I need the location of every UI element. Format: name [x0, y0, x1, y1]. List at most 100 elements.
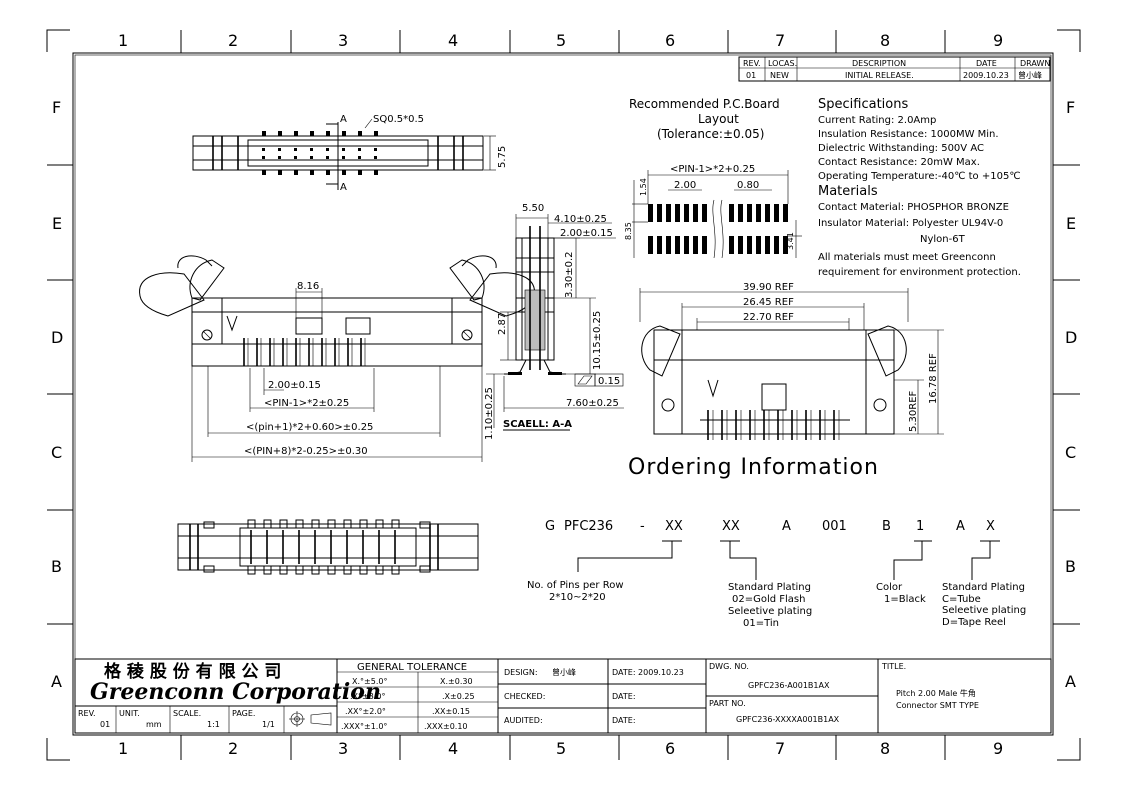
pcb-pad — [702, 204, 707, 222]
zone-row: E — [52, 214, 62, 233]
title-line-2: Connector SMT TYPE — [896, 701, 979, 710]
code-prefix: G — [545, 519, 555, 534]
pin-tip — [294, 131, 298, 136]
zone-col: 1 — [118, 31, 128, 50]
pin-tip — [374, 170, 378, 175]
code-color: 1 — [916, 519, 924, 534]
zone-row: D — [51, 328, 63, 347]
pin-tip — [294, 170, 298, 175]
revision-table: REV. LOCAS. DESCRIPTION DATE DRAWN 01 NE… — [738, 56, 1051, 82]
pins-label: No. of Pins per Row — [527, 580, 624, 591]
zone-col: 9 — [993, 31, 1003, 50]
description-value: INITIAL RELEASE. — [845, 71, 914, 80]
drawn-value: 曾小峰 — [1018, 70, 1042, 80]
pad-width-dim: 0.80 — [737, 180, 759, 191]
solder-pad — [375, 565, 384, 575]
zone-col: 4 — [448, 31, 458, 50]
pin-tip — [278, 131, 282, 136]
solder-pad — [279, 565, 288, 575]
pad-length-dim: 1.54 — [639, 178, 648, 196]
zone-col: 1 — [118, 739, 128, 758]
spec-line: Dielectric Withstanding: 500V AC — [818, 143, 984, 154]
code-plating: XX — [722, 519, 740, 534]
solder-pad — [359, 519, 368, 529]
overall-span-dim: <(PIN+8)*2-0.25>±0.30 — [244, 446, 368, 457]
code-number: 001 — [822, 519, 847, 534]
note-line: requirement for environment protection. — [818, 267, 1021, 278]
bottom-view — [177, 519, 479, 575]
pin-tip — [262, 170, 266, 175]
pcb-pad — [756, 236, 761, 254]
pcb-pad — [666, 236, 671, 254]
pin-tip — [358, 131, 362, 136]
part-label: PART NO. — [709, 699, 746, 708]
tol-linear: .XXX±0.10 — [424, 722, 468, 731]
pcb-pad — [783, 204, 788, 222]
company-name-cn: 格 稜 股 份 有 限 公 司 — [104, 661, 281, 682]
contact-hole — [342, 148, 345, 151]
checked-label: CHECKED: — [504, 692, 545, 701]
code-a: A — [956, 519, 965, 534]
pin-tip — [326, 170, 330, 175]
pitch-dim: 2.00±0.15 — [268, 380, 321, 391]
pcb-pad — [684, 204, 689, 222]
rev-value: 01 — [100, 720, 110, 729]
solder-pad — [295, 565, 304, 575]
pcb-pad — [738, 236, 743, 254]
pcb-pad — [657, 204, 662, 222]
contact-hole — [374, 148, 377, 151]
pcb-title-1: Recommended P.C.Board — [629, 97, 780, 111]
solder-pad — [327, 565, 336, 575]
color-value: 1=Black — [884, 594, 926, 605]
code-type: A — [782, 519, 791, 534]
zone-row: A — [51, 672, 62, 691]
material-line: Insulator Material: Polyester UL94V-0 — [818, 218, 1003, 229]
contact-hole — [358, 156, 361, 159]
pcb-pad — [657, 236, 662, 254]
solder-pad — [247, 565, 256, 575]
solder-pad — [343, 565, 352, 575]
solder-pad — [391, 565, 400, 575]
pcb-pad — [774, 236, 779, 254]
pcb-pad — [729, 236, 734, 254]
packing-line: Standard Plating — [942, 582, 1025, 593]
pcb-pad — [747, 236, 752, 254]
specifications: Specifications Current Rating: 2.0Amp In… — [818, 97, 1021, 278]
audited-date-label: DATE: — [612, 716, 636, 725]
zone-col: 3 — [338, 31, 348, 50]
zone-col: 4 — [448, 739, 458, 758]
zone-col: 3 — [338, 739, 348, 758]
solder-pad — [279, 519, 288, 529]
code-b: B — [882, 519, 891, 534]
plating-line: Seleetive plating — [728, 606, 812, 617]
pitch-dim: 2.00 — [674, 180, 696, 191]
date-value: 2009.10.23 — [963, 71, 1009, 80]
title-label: TITLE. — [881, 662, 906, 671]
drawn-header: DRAWN — [1020, 59, 1050, 68]
pcb-pad — [693, 204, 698, 222]
dwg-label: DWG. NO. — [709, 662, 749, 671]
pcb-pad — [684, 236, 689, 254]
contact-hole — [310, 148, 313, 151]
plating-line: 01=Tin — [743, 618, 779, 629]
peg-pad — [419, 565, 431, 573]
pcb-pad — [747, 204, 752, 222]
solder-pad — [263, 519, 272, 529]
zone-col: 2 — [228, 739, 238, 758]
section-marker-top: A — [340, 114, 347, 125]
pcb-pad — [783, 236, 788, 254]
company-name-en: Greenconn Corporation — [90, 679, 381, 705]
pcb-pad — [774, 204, 779, 222]
locas-value: NEW — [770, 71, 789, 80]
pins-range: 2*10~2*20 — [549, 592, 606, 603]
front-view: 8.16 2.00±0.15 <PIN-1>*2±0.25 <(pin+1)*2… — [139, 255, 535, 462]
material-line: Contact Material: PHOSPHOR BRONZE — [818, 202, 1009, 213]
zone-row: F — [1066, 98, 1075, 117]
pad-spacing-dim: 8.35 — [624, 222, 633, 240]
peg-pad — [203, 565, 215, 573]
zone-col: 6 — [665, 31, 675, 50]
tol-linear: .XX±0.15 — [432, 707, 470, 716]
width-550-dim: 5.50 — [522, 203, 544, 214]
height-dim: 5.75 — [497, 146, 508, 168]
packing-line: Seleetive plating — [942, 605, 1026, 616]
